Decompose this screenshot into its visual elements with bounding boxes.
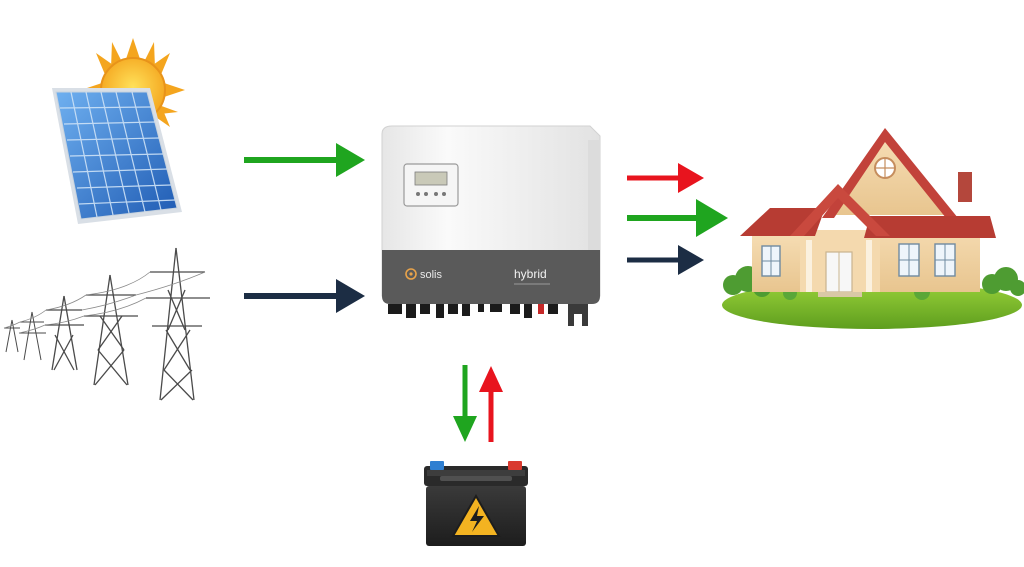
transmission-tower-large xyxy=(146,247,210,401)
arrow-inverter-to-house-red xyxy=(627,163,704,193)
inverter-model-label: hybrid xyxy=(514,267,547,281)
high-voltage-warning-icon xyxy=(451,493,501,537)
solar-panel-icon xyxy=(52,88,182,224)
arrow-inverter-to-house-navy xyxy=(627,245,704,275)
inverter-connectors xyxy=(388,304,588,326)
arrow-inverter-to-house-green xyxy=(627,199,728,237)
arrow-grid-to-inverter xyxy=(244,279,365,313)
transmission-tower-small xyxy=(45,295,84,371)
inverter-brand-label: solis xyxy=(420,269,443,281)
bush-right xyxy=(982,267,1024,296)
transmission-tower-tiny xyxy=(4,311,46,361)
solis-logo-icon xyxy=(405,268,417,280)
arrow-inverter-to-battery xyxy=(453,365,477,442)
inverter-display-panel xyxy=(403,163,459,207)
power-grid-icon xyxy=(3,247,210,401)
battery-icon xyxy=(424,461,528,546)
arrow-battery-to-inverter xyxy=(479,366,503,442)
transmission-tower-medium xyxy=(84,274,138,386)
house-icon xyxy=(722,128,1024,329)
hybrid-inverter-icon: solis hybrid xyxy=(381,125,601,326)
arrow-solar-to-inverter xyxy=(244,143,365,177)
